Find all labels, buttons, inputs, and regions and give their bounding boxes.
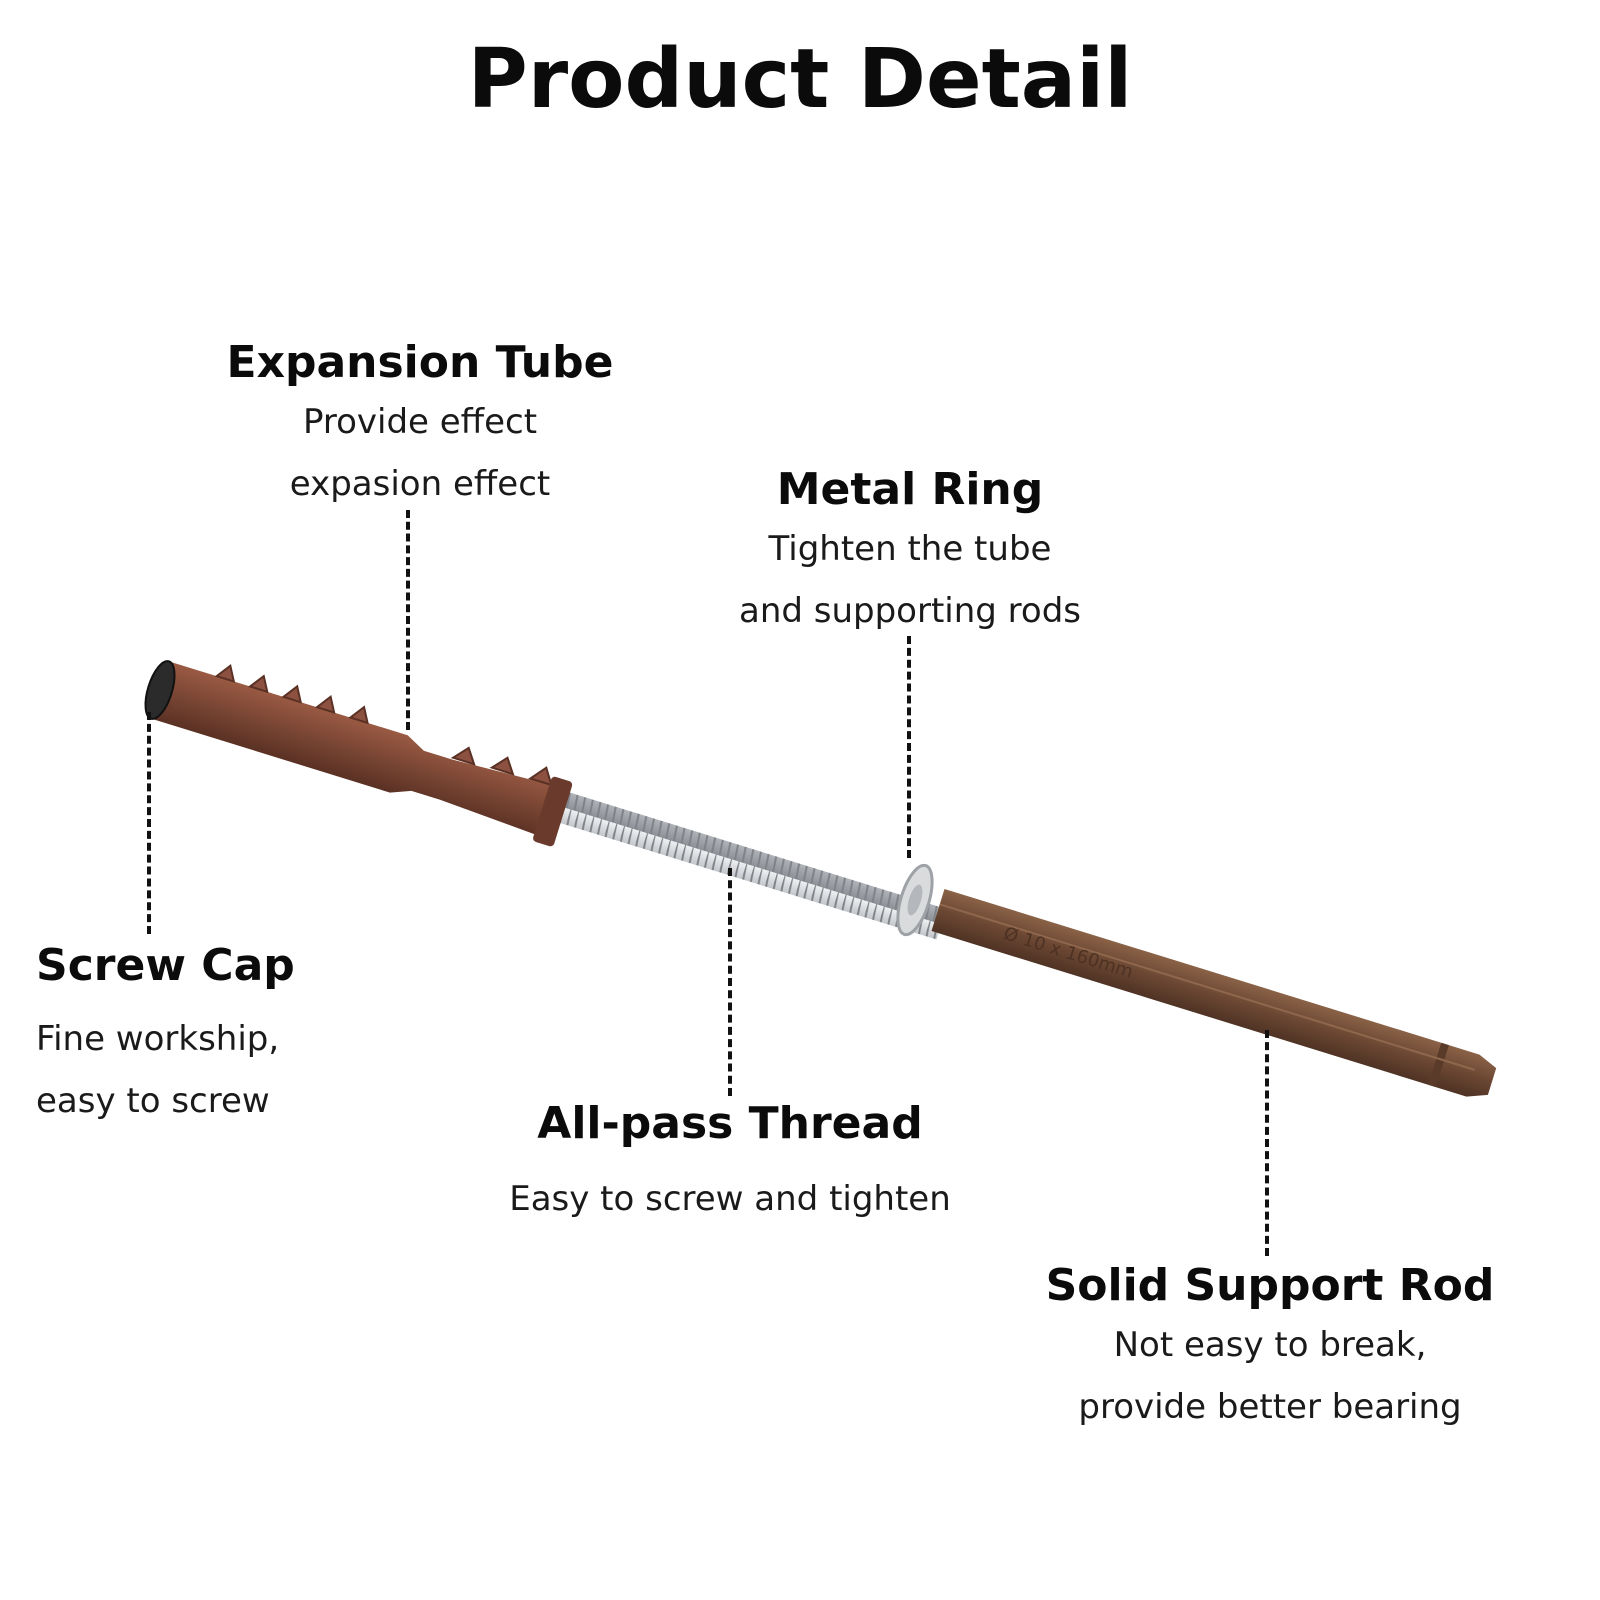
leader-line-expansion-tube (406, 510, 410, 730)
screw-cap (144, 660, 176, 720)
callout-description: Provide effect (302, 402, 538, 442)
leader-line-metal-ring (907, 636, 911, 858)
leader-line-screw-cap (147, 712, 151, 934)
callout-heading: Metal Ring (776, 464, 1044, 515)
callout-description: easy to screw (36, 1081, 270, 1121)
callout-description: provide better bearing (1078, 1387, 1462, 1427)
callout-expansion-tube: Expansion Tube Provide effect expasion e… (210, 335, 630, 515)
callout-description: Tighten the tube (768, 529, 1052, 569)
callout-description: and supporting rods (738, 591, 1082, 631)
metal-ring (896, 863, 934, 937)
callout-solid-support-rod: Solid Support Rod Not easy to break, pro… (1020, 1258, 1520, 1438)
expansion-tube (151, 661, 573, 847)
callout-description: Fine workship, (36, 1019, 280, 1059)
support-rod: Ø 10 x 160mm (931, 888, 1497, 1097)
callout-heading: All-pass Thread (537, 1098, 923, 1149)
threaded-bolt (535, 784, 946, 940)
callout-screw-cap: Screw Cap Fine workship, easy to screw (36, 938, 356, 1132)
callout-heading: Screw Cap (36, 940, 295, 991)
callout-metal-ring: Metal Ring Tighten the tube and supporti… (700, 462, 1120, 642)
callout-heading: Expansion Tube (226, 337, 614, 388)
callout-description: expasion effect (289, 464, 551, 504)
callout-description: Not easy to break, (1113, 1325, 1427, 1365)
callout-description: Easy to screw and tighten (509, 1179, 951, 1219)
leader-line-solid-support-rod (1265, 1030, 1269, 1256)
callout-heading: Solid Support Rod (1045, 1260, 1495, 1311)
leader-line-all-pass-thread (728, 868, 732, 1096)
callout-all-pass-thread: All-pass Thread Easy to screw and tighte… (490, 1096, 970, 1230)
page-title: Product Detail (467, 32, 1133, 127)
